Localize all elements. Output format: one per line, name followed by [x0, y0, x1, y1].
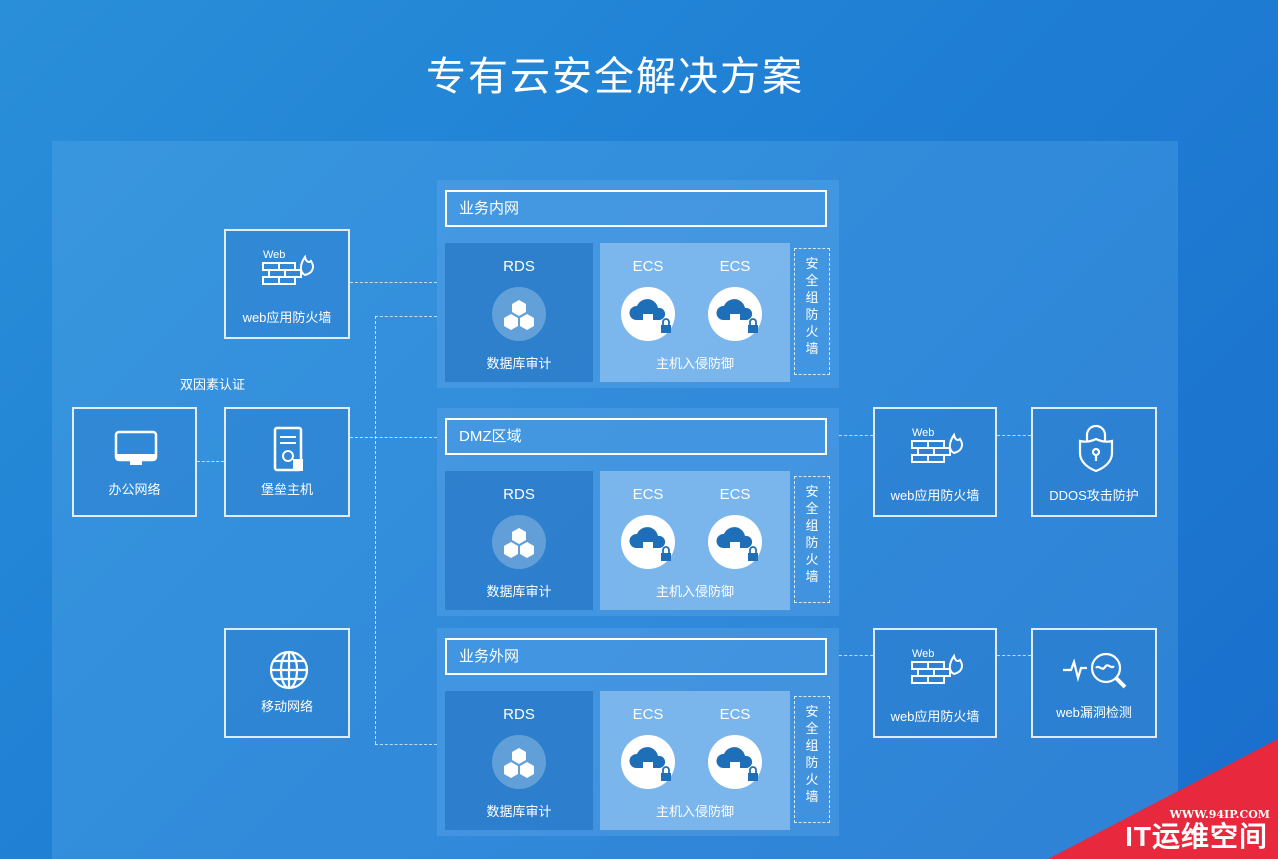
db-audit-label: 数据库审计: [486, 356, 552, 371]
ecs-panel: ECS ECS 主机入侵防御: [600, 471, 790, 610]
host-ips-label: 主机入侵防御: [655, 584, 734, 599]
two-factor-label: 双因素认证: [180, 377, 246, 392]
zone-3: 业务外网 RDS 数据库审计 ECS ECS: [437, 628, 839, 836]
database-icon: [492, 287, 546, 341]
security-group-char: 火: [805, 772, 819, 787]
monitor-icon: [114, 430, 158, 465]
office-network-box: 办公网络: [72, 407, 197, 517]
connector-line: [839, 655, 873, 656]
waf-box-external: Web web应用防火墙: [873, 628, 997, 738]
waf-icon: Web: [911, 648, 963, 684]
lock-shield-icon: [1078, 424, 1114, 473]
rds-panel: RDS 数据库审计: [445, 243, 593, 382]
security-group-char: 组: [805, 738, 819, 753]
zone-1: 业务内网 RDS 数据库审计 ECS ECS: [437, 180, 839, 388]
cloud-host-icon: [621, 287, 675, 341]
watermark-url: WWW.94IP.COM: [1169, 808, 1270, 821]
watermark-name: IT运维空间: [1125, 821, 1268, 852]
vuln-scan-box: web漏洞检测: [1031, 628, 1157, 738]
zone-title: 业务外网: [445, 638, 827, 675]
bastion-host-box: 堡垒主机: [224, 407, 350, 517]
connector-line: [997, 435, 1031, 436]
mobile-network-label: 移动网络: [260, 699, 313, 714]
ecs-label: ECS: [632, 486, 664, 503]
mobile-network-box: 移动网络: [224, 628, 350, 738]
vuln-scan-label: web漏洞检测: [1056, 705, 1132, 720]
connector-line: [375, 316, 437, 317]
waf-icon-text: Web: [263, 249, 285, 261]
security-group-char: 组: [805, 290, 819, 305]
security-group-firewall: 安全组防火墙: [794, 248, 830, 375]
host-ips-label: 主机入侵防御: [655, 356, 734, 371]
rds-label: RDS: [503, 706, 535, 723]
globe-icon: [269, 650, 309, 690]
rds-label: RDS: [503, 486, 535, 503]
connector-line: [375, 744, 437, 745]
zone-title: DMZ区域: [445, 418, 827, 455]
security-group-char: 防: [805, 535, 819, 550]
security-group-firewall: 安全组防火墙: [794, 696, 830, 823]
ecs-panel: ECS ECS 主机入侵防御: [600, 691, 790, 830]
cloud-host-icon: [621, 735, 675, 789]
rds-panel: RDS 数据库审计: [445, 691, 593, 830]
scan-magnifier-icon: [1063, 652, 1127, 689]
db-audit-label: 数据库审计: [486, 804, 552, 819]
security-group-char: 墙: [805, 569, 819, 584]
security-group-char: 全: [805, 273, 819, 288]
db-audit-label: 数据库审计: [486, 584, 552, 599]
ecs-label: ECS: [632, 258, 664, 275]
waf-box-left: Web web应用防火墙: [224, 229, 350, 339]
connector-line: [839, 435, 873, 436]
ecs-panel: ECS ECS 主机入侵防御: [600, 243, 790, 382]
security-group-firewall: 安全组防火墙: [794, 476, 830, 603]
host-ips-label: 主机入侵防御: [655, 804, 734, 819]
security-group-char: 全: [805, 721, 819, 736]
security-group-char: 安: [805, 704, 819, 719]
security-group-char: 安: [805, 484, 819, 499]
server-icon: [273, 426, 303, 472]
rds-label: RDS: [503, 258, 535, 275]
waf-label: web应用防火墙: [890, 488, 980, 503]
cloud-host-icon: [708, 287, 762, 341]
waf-icon: Web: [262, 249, 314, 285]
rds-panel: RDS 数据库审计: [445, 471, 593, 610]
watermark-corner-shape: [1048, 739, 1278, 859]
security-group-char: 火: [805, 324, 819, 339]
connector-line: [350, 282, 437, 283]
security-group-char: 火: [805, 552, 819, 567]
ddos-label: DDOS攻击防护: [1049, 488, 1139, 503]
database-icon: [492, 735, 546, 789]
waf-icon: Web: [911, 427, 963, 463]
security-group-char: 防: [805, 755, 819, 770]
waf-label: web应用防火墙: [242, 310, 332, 325]
security-group-char: 组: [805, 518, 819, 533]
database-icon: [492, 515, 546, 569]
ecs-label: ECS: [719, 706, 751, 723]
zone-2: DMZ区域 RDS 数据库审计 ECS ECS: [437, 408, 839, 616]
connector-line: [375, 316, 376, 744]
waf-box-dmz: Web web应用防火墙: [873, 407, 997, 517]
waf-icon-text: Web: [912, 427, 934, 439]
ecs-label: ECS: [632, 706, 664, 723]
waf-label: web应用防火墙: [890, 709, 980, 724]
office-network-label: 办公网络: [108, 482, 161, 497]
security-group-char: 安: [805, 256, 819, 271]
ecs-label: ECS: [719, 258, 751, 275]
connector-line: [197, 461, 224, 462]
bastion-host-label: 堡垒主机: [260, 482, 313, 497]
waf-icon-text: Web: [912, 648, 934, 660]
connector-line: [350, 437, 437, 438]
security-group-char: 防: [805, 307, 819, 322]
security-group-char: 全: [805, 501, 819, 516]
page-title: 专有云安全解决方案: [426, 55, 804, 99]
security-group-char: 墙: [805, 789, 819, 804]
ddos-box: DDOS攻击防护: [1031, 407, 1157, 517]
ecs-label: ECS: [719, 486, 751, 503]
cloud-host-icon: [621, 515, 675, 569]
security-group-char: 墙: [805, 341, 819, 356]
cloud-host-icon: [708, 515, 762, 569]
zone-title: 业务内网: [445, 190, 827, 227]
connector-line: [997, 655, 1031, 656]
cloud-host-icon: [708, 735, 762, 789]
